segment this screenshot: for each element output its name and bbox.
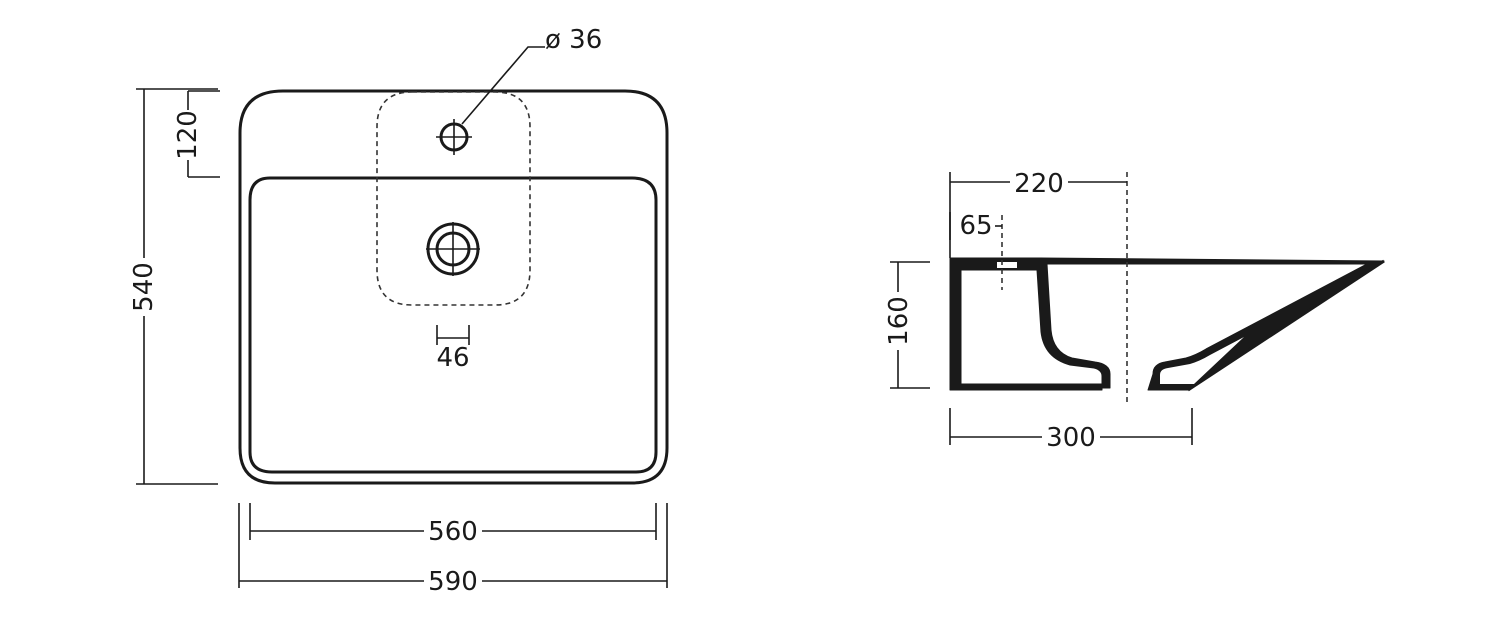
tap-offset-label: 120	[173, 110, 203, 160]
wall-thickness-label: 65	[959, 211, 992, 241]
basin-underside	[1187, 259, 1385, 392]
hole-diameter-leader	[461, 46, 545, 125]
basin-inner-outline	[248, 176, 658, 474]
hole-diameter-label: ø 36	[545, 25, 602, 55]
overall-width-dimension	[238, 503, 668, 588]
height-label: 160	[884, 296, 914, 346]
depth-label: 300	[1046, 423, 1096, 453]
wall-thickness-dimension	[949, 212, 1002, 240]
basin-section-notch	[997, 262, 1017, 268]
basin-section-right-cavity	[1160, 337, 1244, 384]
overall-depth-dimension	[136, 88, 218, 485]
drain-icon	[426, 222, 480, 276]
drain-distance-label: 220	[1014, 169, 1064, 199]
drain-width-label: 46	[436, 343, 469, 373]
overall-depth-label: 540	[129, 262, 159, 312]
tap-platform-dashed	[376, 91, 531, 306]
tap-hole-icon	[436, 119, 472, 155]
side-view: 220 65 160 300	[884, 169, 1385, 453]
basin-section-right	[1039, 257, 1385, 391]
top-view: ø 36 46 120 540	[129, 25, 669, 597]
tap-offset-dimension	[187, 90, 220, 178]
overall-width-label: 590	[428, 567, 478, 597]
inner-width-dimension	[249, 503, 657, 540]
depth-dimension	[949, 408, 1193, 445]
inner-width-label: 560	[428, 517, 478, 547]
drain-width-dimension	[436, 325, 470, 345]
height-dimension	[890, 261, 930, 389]
basin-outer-outline	[238, 89, 669, 485]
basin-section-left	[949, 257, 1111, 391]
